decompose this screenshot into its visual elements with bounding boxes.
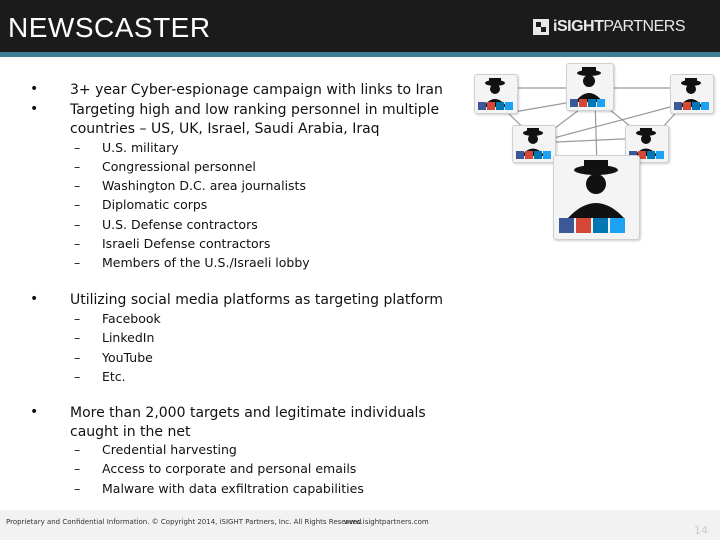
google-plus-icon xyxy=(576,218,591,233)
linkedin-icon xyxy=(496,102,504,110)
sub-marker: – xyxy=(74,350,81,365)
sub-marker: – xyxy=(74,178,81,193)
twitter-icon xyxy=(543,151,551,159)
spy-profile-card xyxy=(670,74,714,114)
twitter-icon xyxy=(656,151,664,159)
spy-icon xyxy=(568,160,624,218)
sub-marker: – xyxy=(74,311,81,326)
sub-item: Malware with data exfiltration capabilit… xyxy=(102,481,364,496)
spy-network-diagram xyxy=(470,58,720,248)
spy-profile-card xyxy=(566,63,614,111)
spy-profile-card-main xyxy=(553,155,640,240)
sub-item: Diplomatic corps xyxy=(102,197,208,212)
footer-copyright: Proprietary and Confidential Information… xyxy=(6,518,362,526)
linkedin-icon xyxy=(593,218,608,233)
spy-profile-card xyxy=(625,125,669,163)
bullet-text: 3+ year Cyber-espionage campaign with li… xyxy=(70,82,443,98)
facebook-icon xyxy=(516,151,524,159)
sub-item: Israeli Defense contractors xyxy=(102,236,271,251)
facebook-icon xyxy=(478,102,486,110)
sub-marker: – xyxy=(74,217,81,232)
bullet-marker: • xyxy=(30,101,39,117)
page-number: 14 xyxy=(694,524,708,537)
google-plus-icon xyxy=(487,102,495,110)
bullet-text: Utilizing social media platforms as targ… xyxy=(70,292,443,308)
footer-bar: Proprietary and Confidential Information… xyxy=(0,510,720,540)
sub-item: Access to corporate and personal emails xyxy=(102,461,357,476)
facebook-icon xyxy=(570,99,578,107)
google-plus-icon xyxy=(683,102,691,110)
sub-marker: – xyxy=(74,236,81,251)
sub-marker: – xyxy=(74,140,81,155)
logo-icon xyxy=(533,19,549,35)
sub-marker: – xyxy=(74,197,81,212)
sub-item: LinkedIn xyxy=(102,330,155,345)
sub-item: Members of the U.S./Israeli lobby xyxy=(102,255,310,270)
sub-item: Etc. xyxy=(102,369,126,384)
sub-marker: – xyxy=(74,159,81,174)
sub-marker: – xyxy=(74,481,81,496)
sub-item: Congressional personnel xyxy=(102,159,256,174)
google-plus-icon xyxy=(579,99,587,107)
google-plus-icon xyxy=(525,151,533,159)
sub-marker: – xyxy=(74,442,81,457)
bullet-text: More than 2,000 targets and legitimate i… xyxy=(70,405,426,440)
company-logo: iSIGHTPARTNERS xyxy=(533,16,685,38)
sub-item: U.S. military xyxy=(102,140,179,155)
sub-marker: – xyxy=(74,461,81,476)
twitter-icon xyxy=(597,99,605,107)
bullet-marker: • xyxy=(30,81,39,97)
bullet-marker: • xyxy=(30,291,39,307)
google-plus-icon xyxy=(638,151,646,159)
sub-marker: – xyxy=(74,255,81,270)
twitter-icon xyxy=(701,102,709,110)
sub-marker: – xyxy=(74,369,81,384)
sub-item: YouTube xyxy=(102,350,153,365)
bullet-marker: • xyxy=(30,404,39,420)
header-bar xyxy=(0,0,720,52)
facebook-icon xyxy=(674,102,682,110)
spy-profile-card xyxy=(474,74,518,114)
sub-item: Facebook xyxy=(102,311,161,326)
sub-marker: – xyxy=(74,330,81,345)
bullet-text: Targeting high and low ranking personnel… xyxy=(70,102,440,137)
twitter-icon xyxy=(610,218,625,233)
header-stripe xyxy=(0,52,720,57)
sub-item: U.S. Defense contractors xyxy=(102,217,258,232)
logo-text-bold: iSIGHT xyxy=(553,18,604,35)
spy-profile-card xyxy=(512,125,556,163)
spy-icon xyxy=(575,67,603,102)
linkedin-icon xyxy=(692,102,700,110)
slide-title: NEWSCASTER xyxy=(8,12,211,43)
linkedin-icon xyxy=(534,151,542,159)
twitter-icon xyxy=(505,102,513,110)
linkedin-icon xyxy=(647,151,655,159)
sub-item: Washington D.C. area journalists xyxy=(102,178,306,193)
facebook-icon xyxy=(559,218,574,233)
logo-text-rest: PARTNERS xyxy=(603,18,685,35)
sub-item: Credential harvesting xyxy=(102,442,237,457)
footer-url: www.isightpartners.com xyxy=(344,518,429,526)
linkedin-icon xyxy=(588,99,596,107)
